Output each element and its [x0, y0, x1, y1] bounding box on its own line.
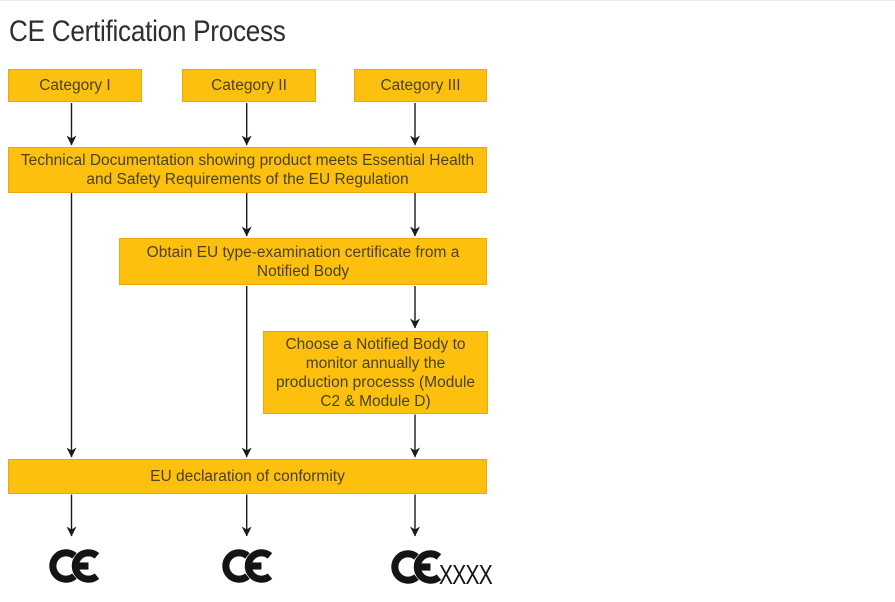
- ce-mark-1: [49, 549, 100, 583]
- top-hairline: [0, 0, 895, 1]
- node-type-examination: Obtain EU type-examination certificate f…: [119, 238, 487, 285]
- node-category-1-label: Category I: [39, 77, 111, 94]
- node-technical-documentation-label: Technical Documentation showing product …: [20, 152, 475, 188]
- node-notified-body-monitoring-label: Choose a Notified Body to monitor annual…: [275, 335, 476, 410]
- node-category-2: Category II: [182, 69, 316, 102]
- node-eu-declaration: EU declaration of conformity: [8, 459, 487, 494]
- node-category-3-label: Category III: [380, 77, 461, 94]
- node-eu-declaration-label: EU declaration of conformity: [150, 468, 345, 485]
- ce-logo-icon: [391, 550, 442, 584]
- notified-body-number: xxxx: [439, 559, 493, 590]
- node-technical-documentation: Technical Documentation showing product …: [8, 147, 487, 193]
- ce-logo-icon: [49, 549, 100, 583]
- ce-mark-3: xxxx: [391, 550, 510, 589]
- node-category-1: Category I: [8, 69, 142, 102]
- page-title: CE Certification Process: [9, 15, 286, 48]
- ce-mark-2: [222, 549, 273, 583]
- node-category-2-label: Category II: [211, 77, 287, 94]
- node-notified-body-monitoring: Choose a Notified Body to monitor annual…: [263, 331, 488, 414]
- node-type-examination-label: Obtain EU type-examination certificate f…: [146, 243, 460, 280]
- node-category-3: Category III: [354, 69, 487, 102]
- ce-logo-icon: [222, 549, 273, 583]
